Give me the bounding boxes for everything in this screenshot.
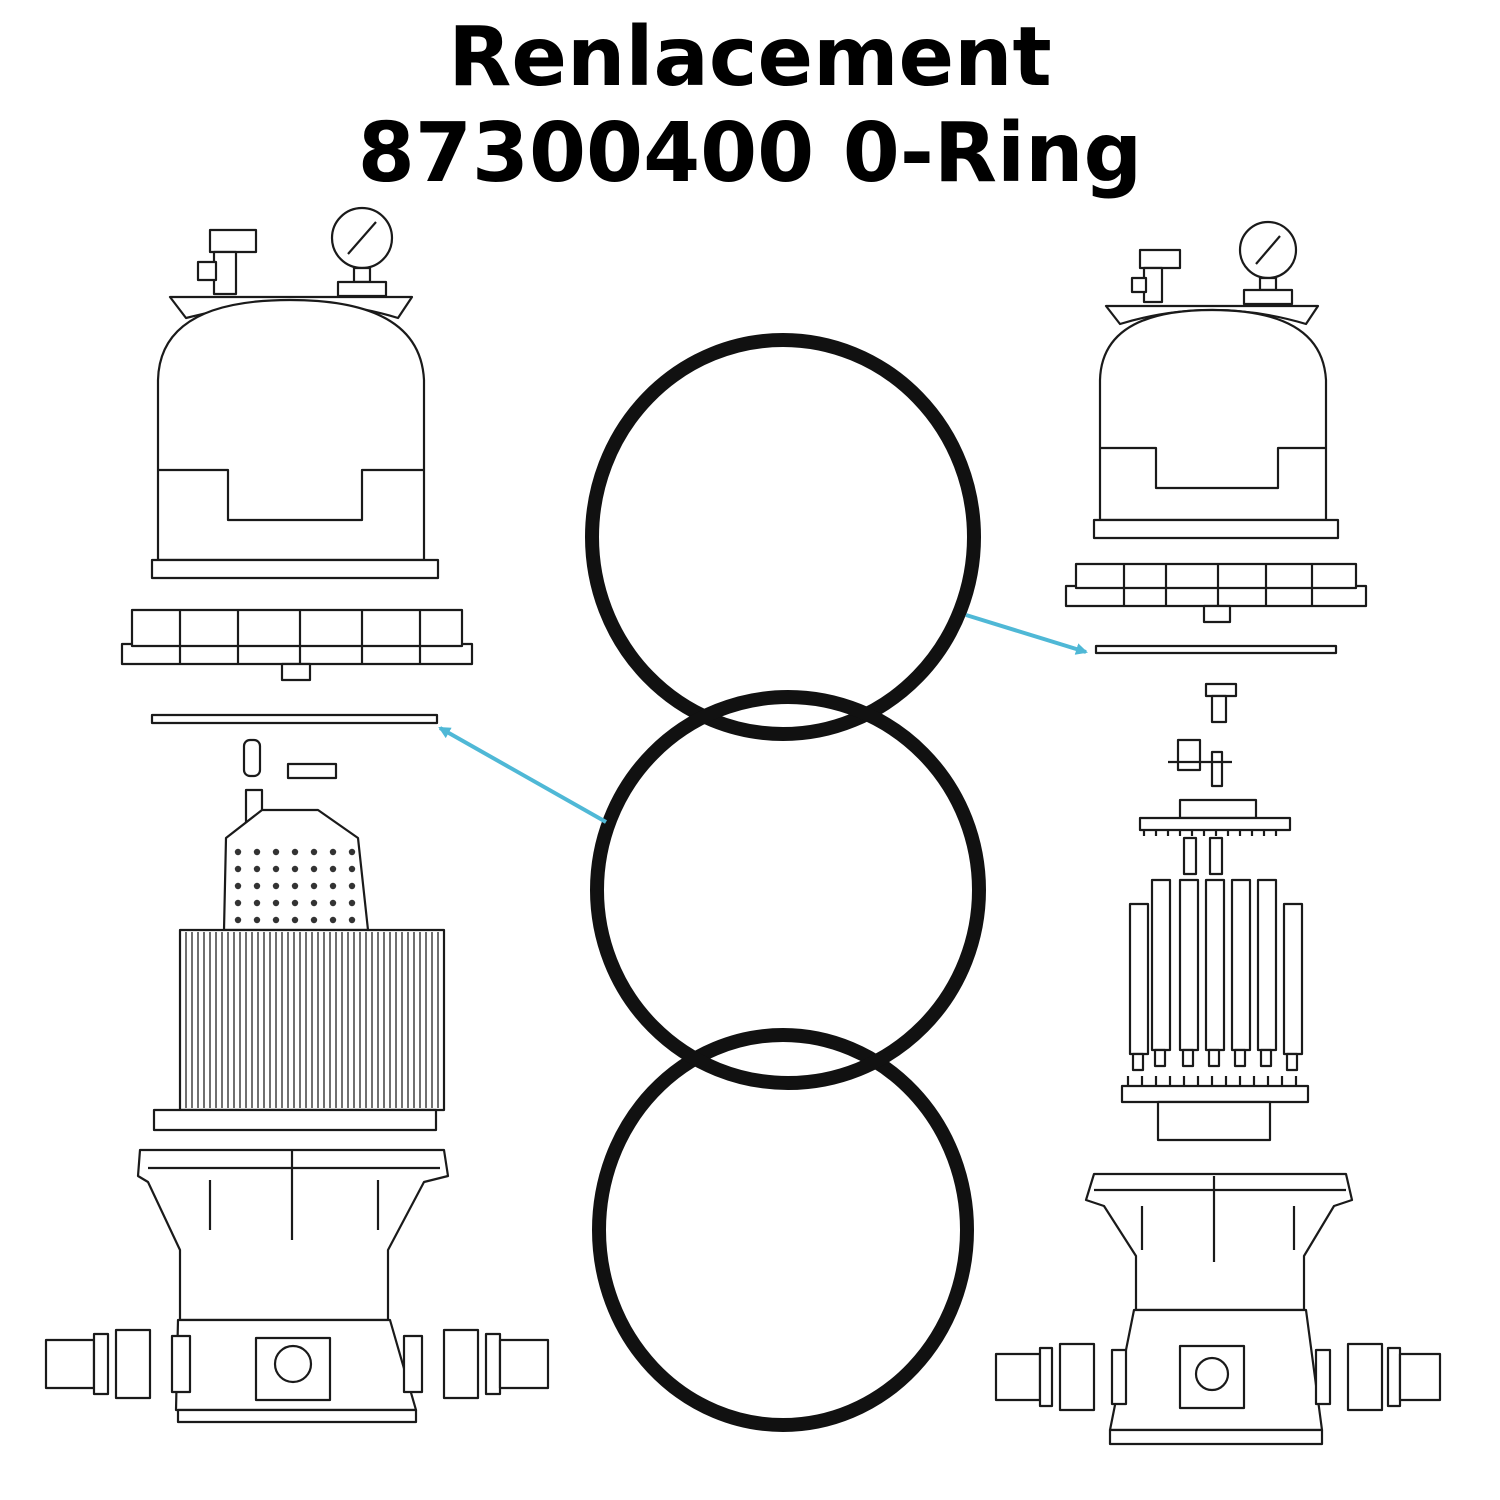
- perforation-dot: [234, 882, 242, 890]
- perforation-dot: [272, 899, 280, 907]
- lateral-cap: [1181, 1048, 1195, 1068]
- o-ring-bottom: [592, 1028, 974, 1432]
- perforation-dot: [253, 899, 261, 907]
- perforation-dot: [291, 848, 299, 856]
- perforation-dot: [253, 865, 261, 873]
- pointer-arrow-right: [965, 613, 1088, 655]
- lateral-cap: [1285, 1052, 1299, 1072]
- o-ring-top: [585, 333, 981, 741]
- right-manifold-top: [1204, 682, 1238, 724]
- left-filter-assembly: [44, 206, 550, 1424]
- perforation-dot: [291, 916, 299, 924]
- perforation-dot: [348, 882, 356, 890]
- right-union-left: [994, 1342, 1128, 1412]
- perforation-dot: [348, 848, 356, 856]
- perforation-dot: [253, 916, 261, 924]
- perforation-dot: [329, 916, 337, 924]
- left-tank-body: [136, 1148, 450, 1424]
- lateral-cap: [1233, 1048, 1247, 1068]
- lateral-cap: [1153, 1048, 1167, 1068]
- perforation-dot: [291, 882, 299, 890]
- perforation-dot: [310, 882, 318, 890]
- left-small-gasket: [286, 762, 338, 780]
- perforation-dot: [329, 865, 337, 873]
- right-tank-body: [1084, 1172, 1354, 1446]
- grid-lateral: [1204, 878, 1226, 1052]
- perforation-dot: [310, 899, 318, 907]
- perforation-dot: [329, 882, 337, 890]
- perforation-dot: [272, 865, 280, 873]
- product-title: Renlacement 87300400 0-Ring: [0, 10, 1500, 202]
- perforation-dot: [253, 848, 261, 856]
- left-small-plug: [242, 738, 262, 778]
- o-ring-middle: [590, 690, 986, 1090]
- perforation-dot: [272, 916, 280, 924]
- perforation-dot: [348, 916, 356, 924]
- right-tank-lid: [1092, 304, 1340, 540]
- perforation-dot: [291, 899, 299, 907]
- perforation-dot: [234, 916, 242, 924]
- perforation-dot: [329, 848, 337, 856]
- grid-lateral: [1128, 902, 1150, 1056]
- grid-lateral: [1150, 878, 1172, 1052]
- left-pleated-cartridge: [152, 928, 446, 1132]
- left-tank-lid: [150, 295, 440, 580]
- perforation-dot: [310, 865, 318, 873]
- perforation-dot: [348, 865, 356, 873]
- perforation-dot: [253, 882, 261, 890]
- grid-lateral: [1178, 878, 1200, 1052]
- title-line-2: 87300400 0-Ring: [357, 106, 1143, 201]
- perforation-dot: [310, 848, 318, 856]
- perforation-dot: [234, 848, 242, 856]
- right-air-relief-valve: [1130, 248, 1182, 304]
- pointer-arrow-left: [438, 726, 607, 824]
- right-filter-assembly: [994, 220, 1442, 1446]
- perforation-dot: [234, 899, 242, 907]
- left-union-right: [402, 1328, 550, 1400]
- perforation-dot: [234, 865, 242, 873]
- right-o-ring-position: [1094, 644, 1338, 655]
- title-line-1: Renlacement: [448, 10, 1052, 105]
- perforation-dot: [272, 882, 280, 890]
- right-locking-ring: [1064, 562, 1368, 624]
- grid-lateral: [1230, 878, 1252, 1052]
- perforation-dot: [310, 916, 318, 924]
- perforation-dot: [329, 899, 337, 907]
- grid-lateral: [1256, 878, 1278, 1052]
- left-o-ring-position: [150, 713, 439, 725]
- lateral-cap: [1131, 1052, 1145, 1072]
- perforation-dot: [348, 899, 356, 907]
- right-pressure-gauge: [1238, 220, 1298, 306]
- left-air-relief-valve: [196, 228, 258, 296]
- right-union-right: [1314, 1342, 1442, 1412]
- right-grid-assembly: [1120, 738, 1310, 1142]
- lateral-cap: [1207, 1048, 1221, 1068]
- left-pressure-gauge: [330, 206, 394, 298]
- perforation-dot: [272, 848, 280, 856]
- perforation-dot: [291, 865, 299, 873]
- left-perforated-core: [222, 808, 370, 932]
- grid-lateral: [1282, 902, 1304, 1056]
- left-union-left: [44, 1328, 192, 1400]
- lateral-cap: [1259, 1048, 1273, 1068]
- left-locking-ring: [120, 608, 474, 682]
- o-ring-stack: [585, 333, 986, 1432]
